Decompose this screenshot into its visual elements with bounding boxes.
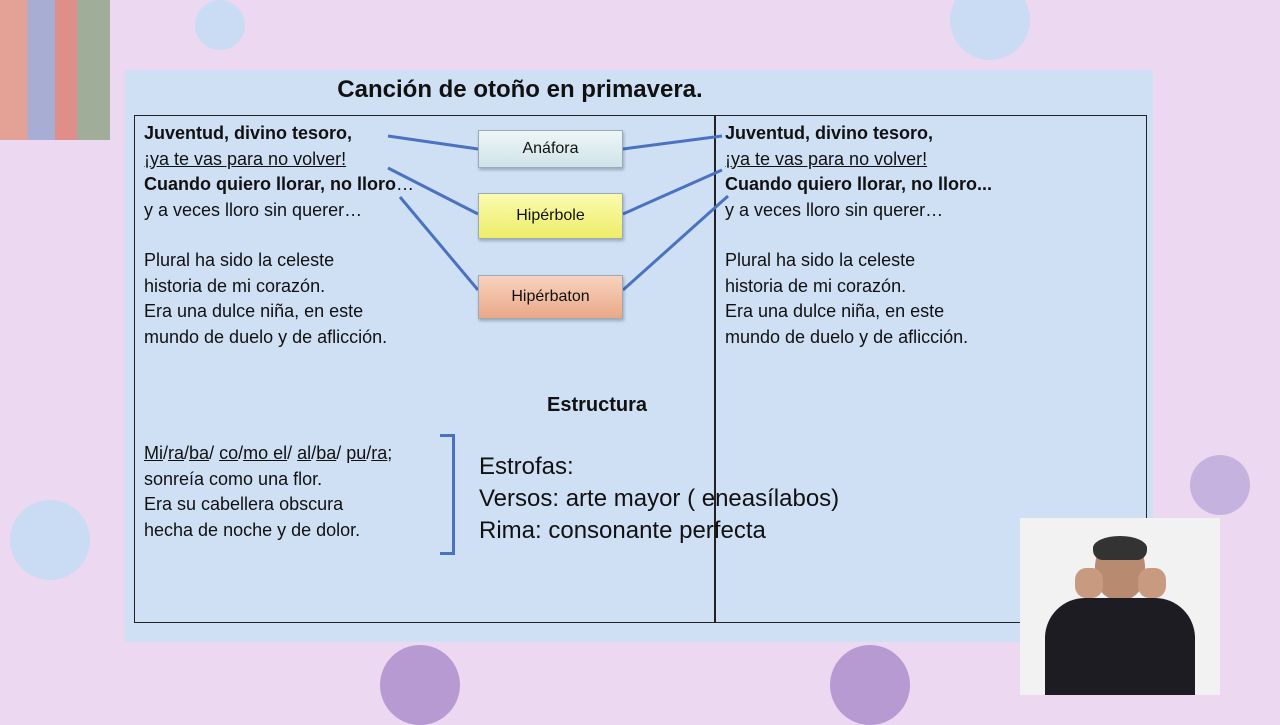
bracket bbox=[440, 434, 455, 555]
slide-title: Canción de otoño en primavera. bbox=[337, 76, 703, 103]
verse: Cuando quiero llorar, no lloro… bbox=[144, 174, 415, 194]
structure-heading: Estructura bbox=[547, 394, 648, 416]
connector-line bbox=[622, 134, 723, 151]
verse: historia de mi corazón. bbox=[144, 275, 326, 296]
decorative-circle bbox=[195, 0, 245, 50]
connector-line bbox=[387, 134, 479, 151]
connector-line bbox=[621, 194, 730, 292]
verse: hecha de noche y de dolor. bbox=[144, 519, 361, 540]
content-table bbox=[134, 115, 1147, 623]
verse: Cuando quiero llorar, no lloro... bbox=[725, 174, 993, 194]
connector-line bbox=[398, 196, 480, 291]
decorative-circle bbox=[1190, 455, 1250, 515]
decorative-circle bbox=[830, 645, 910, 725]
verse: mundo de duelo y de aflicción. bbox=[144, 326, 388, 347]
verse: Era una dulce niña, en este bbox=[144, 301, 364, 321]
column-divider bbox=[714, 115, 716, 623]
verse: Plural ha sido la celeste bbox=[725, 250, 916, 270]
label-anafora: Anáfora bbox=[478, 130, 623, 168]
right-poem: Juventud, divino tesoro, ¡ya te vas para… bbox=[725, 121, 992, 350]
scansion-stanza: Mi/ra/ba/ co/mo el/ al/ba/ pu/ra; sonreí… bbox=[144, 441, 392, 543]
verse: mundo de duelo y de aflicción. bbox=[725, 326, 969, 347]
verse: Era una dulce niña, en este bbox=[725, 301, 945, 321]
verses-item: Versos: arte mayor ( eneasílabos) bbox=[479, 485, 840, 512]
slide-panel bbox=[125, 70, 1153, 642]
rhyme-item: Rima: consonante perfecta bbox=[479, 517, 766, 544]
verse: Juventud, divino tesoro, bbox=[144, 123, 353, 143]
sign-language-interpreter-video bbox=[1020, 518, 1220, 695]
decorative-circle bbox=[380, 645, 460, 725]
structure-info: Estrofas: Versos: arte mayor ( eneasílab… bbox=[479, 451, 839, 547]
connector-line bbox=[387, 166, 479, 216]
decorative-circle bbox=[10, 500, 90, 580]
syllabified-verse: Mi/ra/ba/ co/mo el/ al/ba/ pu/ra; bbox=[144, 443, 393, 463]
verse: Plural ha sido la celeste bbox=[144, 250, 335, 270]
verse: y a veces lloro sin querer… bbox=[144, 199, 363, 220]
verse: sonreía como una flor. bbox=[144, 468, 323, 489]
stanzas-item: Estrofas: bbox=[479, 453, 574, 480]
left-poem: Juventud, divino tesoro, ¡ya te vas para… bbox=[144, 121, 414, 350]
verse: Era su cabellera obscura bbox=[144, 494, 344, 514]
verse: Juventud, divino tesoro, bbox=[725, 123, 934, 143]
label-hiperbaton: Hipérbaton bbox=[478, 275, 623, 319]
verse: y a veces lloro sin querer… bbox=[725, 199, 944, 220]
label-hiperbole: Hipérbole bbox=[478, 193, 623, 239]
books-illustration bbox=[0, 0, 110, 140]
verse: ¡ya te vas para no volver! bbox=[144, 148, 347, 169]
verse: historia de mi corazón. bbox=[725, 275, 907, 296]
verse: ¡ya te vas para no volver! bbox=[725, 148, 928, 169]
connector-line bbox=[622, 168, 723, 216]
